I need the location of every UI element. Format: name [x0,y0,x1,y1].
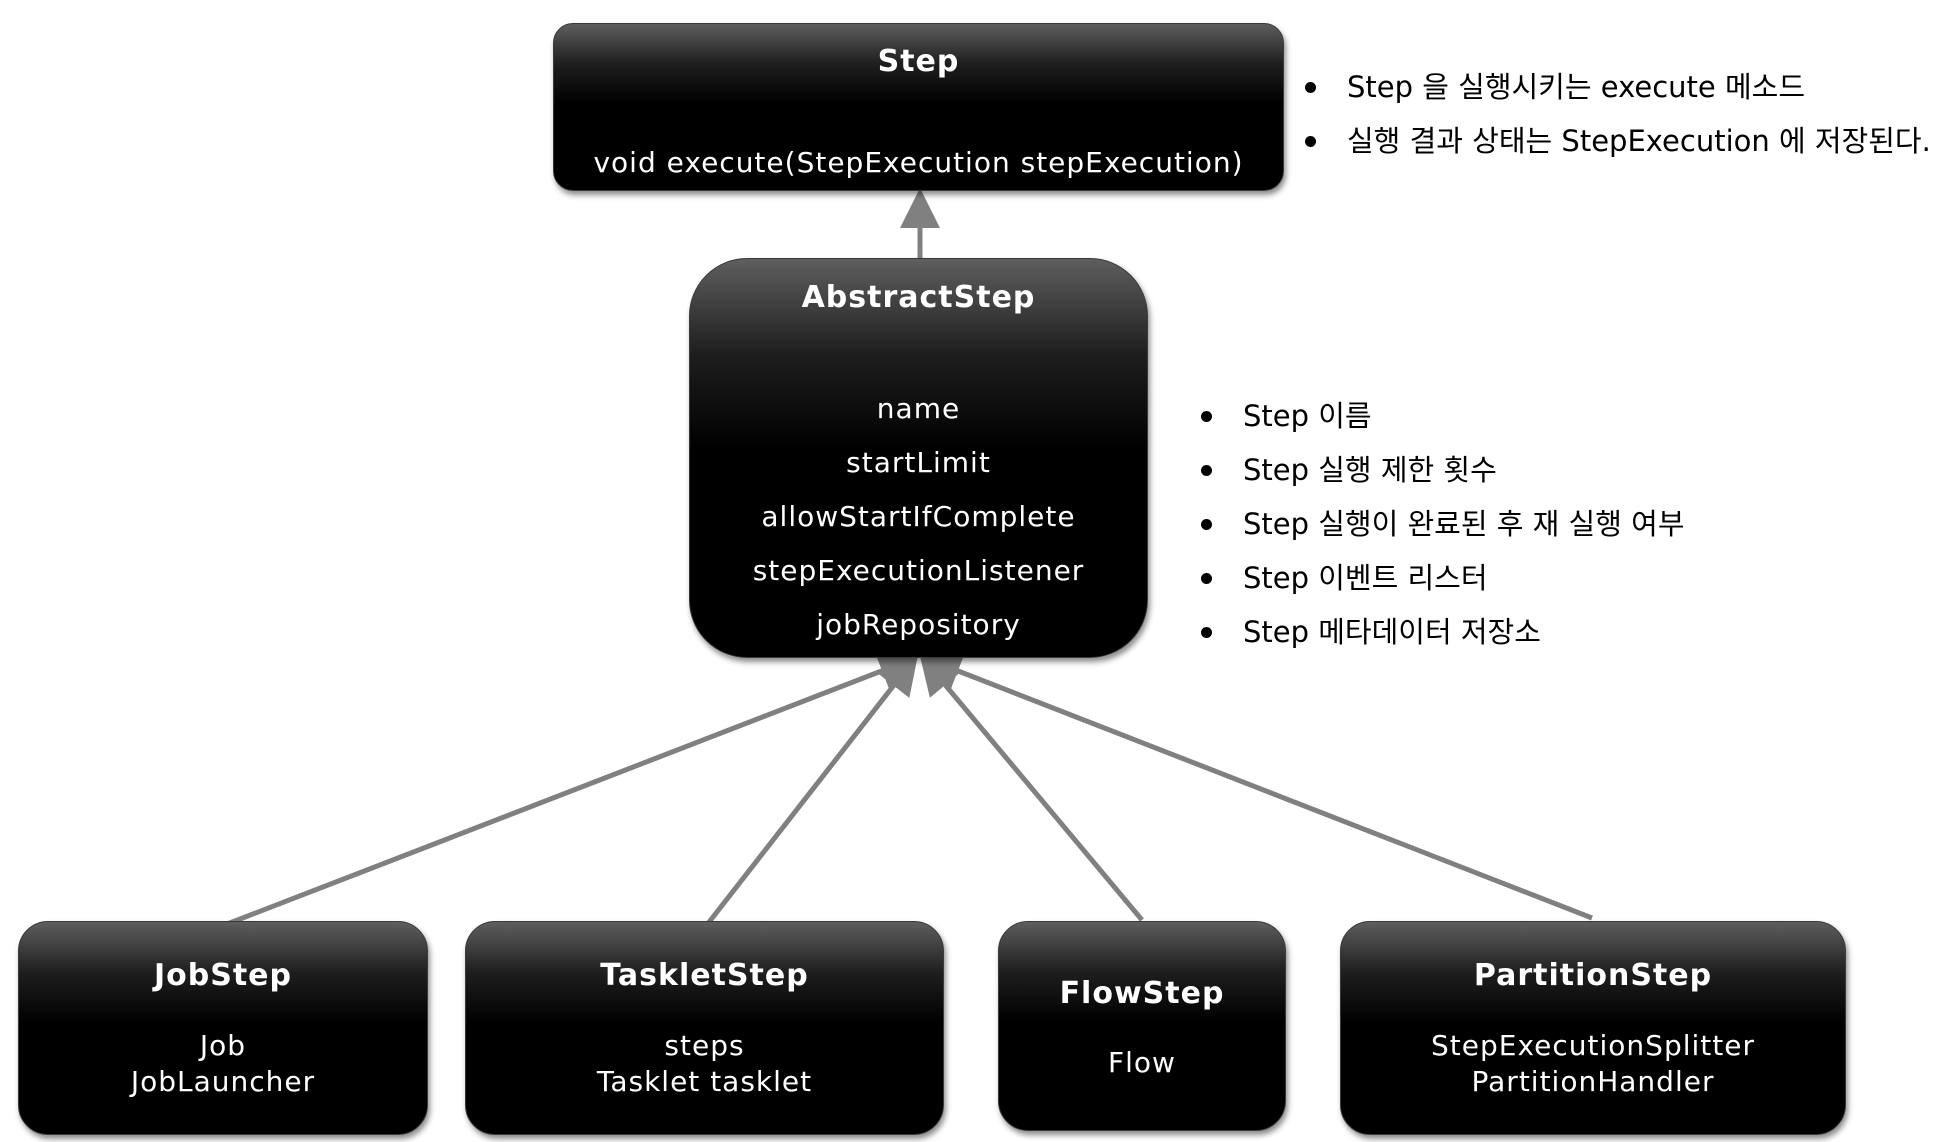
abstract-step-note-item: Step 실행이 완료된 후 재 실행 여부 [1193,506,1685,542]
abstract-step-title: AbstractStep [801,280,1036,315]
abstract-step-field-listener: stepExecutionListener [752,554,1085,587]
step-note-item: 실행 결과 상태는 StepExecution 에 저장된다. [1297,123,1931,159]
abstract-step-field-start-limit: startLimit [846,446,991,479]
partition-step-field-splitter: StepExecutionSplitter [1431,1029,1755,1062]
arrow-flowstep-to-abstractstep [919,654,1144,922]
bullet-icon [1201,411,1212,422]
abstract-step-field-job-repository: jobRepository [816,608,1021,641]
step-title: Step [877,44,960,79]
step-box: Step void execute(StepExecution stepExec… [553,23,1284,191]
abstract-step-note-text: Step 실행이 완료된 후 재 실행 여부 [1243,507,1685,541]
tasklet-step-box: TaskletStep steps Tasklet tasklet [465,921,944,1135]
partition-step-field-handler: PartitionHandler [1471,1065,1715,1098]
abstract-step-field-allow-start: allowStartIfComplete [761,500,1076,533]
abstract-step-note-text: Step 이벤트 리스터 [1243,561,1488,595]
abstract-step-note-text: Step 이름 [1243,399,1372,433]
bullet-icon [1305,136,1316,147]
arrow-partitionstep-to-abstractstep [920,652,1593,921]
abstract-step-note-item: Step 메타데이터 저장소 [1193,614,1685,650]
abstract-step-note-item: Step 이벤트 리스터 [1193,560,1685,596]
bullet-icon [1305,82,1316,93]
step-execute-method: void execute(StepExecution stepExecution… [593,146,1244,179]
step-note-item: Step 을 실행시키는 execute 메소드 [1297,69,1931,105]
partition-step-title: PartitionStep [1473,958,1713,993]
abstract-step-notes: Step 이름 Step 실행 제한 횟수 Step 실행이 완료된 후 재 실… [1193,398,1685,650]
job-step-title: JobStep [153,958,292,993]
flow-step-field-flow: Flow [1108,1046,1176,1079]
step-note-text: Step 을 실행시키는 execute 메소드 [1347,70,1806,104]
abstract-step-note-text: Step 실행 제한 횟수 [1243,453,1497,487]
partition-step-box: PartitionStep StepExecutionSplitter Part… [1340,921,1846,1135]
arrow-taskletstep-to-abstractstep [704,654,919,928]
abstract-step-note-text: Step 메타데이터 저장소 [1243,615,1541,649]
step-notes: Step 을 실행시키는 execute 메소드 실행 결과 상태는 StepE… [1297,69,1931,159]
tasklet-step-title: TaskletStep [600,958,809,993]
abstract-step-box: AbstractStep name startLimit allowStartI… [689,258,1148,658]
tasklet-step-field-steps: steps [664,1029,745,1062]
job-step-field-job-launcher: JobLauncher [130,1065,316,1098]
arrow-jobstep-to-abstractstep [221,652,920,929]
tasklet-step-field-tasklet: Tasklet tasklet [596,1065,813,1098]
bullet-icon [1201,465,1212,476]
bullet-icon [1201,573,1212,584]
flow-step-box: FlowStep Flow [998,921,1286,1131]
abstract-step-note-item: Step 실행 제한 횟수 [1193,452,1685,488]
abstract-step-note-item: Step 이름 [1193,398,1685,434]
bullet-icon [1201,519,1212,530]
abstract-step-field-name: name [876,392,961,425]
step-note-text: 실행 결과 상태는 StepExecution 에 저장된다. [1347,124,1931,158]
bullet-icon [1201,627,1212,638]
job-step-box: JobStep Job JobLauncher [18,921,428,1135]
flow-step-title: FlowStep [1059,976,1225,1011]
job-step-field-job: Job [199,1029,247,1062]
